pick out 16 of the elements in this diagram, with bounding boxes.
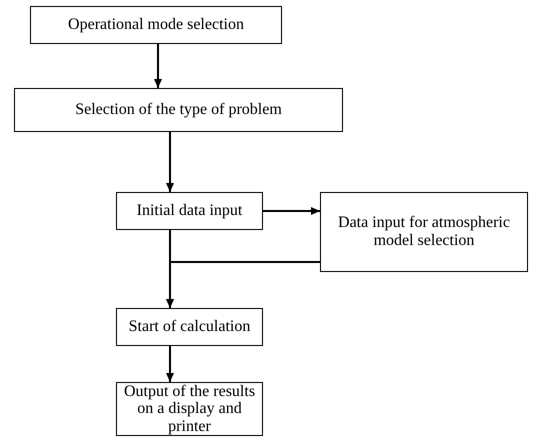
box-label: Operational mode selection bbox=[68, 16, 244, 34]
arrow bbox=[263, 207, 320, 215]
box-label: Selection of the type of problem bbox=[75, 101, 282, 119]
arrow bbox=[166, 346, 174, 382]
box-label: Initial data input bbox=[136, 202, 242, 220]
box-label: Data input for atmospheric model selection bbox=[337, 214, 511, 250]
process-box bbox=[320, 192, 528, 272]
arrow bbox=[154, 44, 162, 88]
process-box bbox=[116, 308, 263, 346]
box-label: Output of the results on a display and printer bbox=[122, 382, 256, 436]
process-box bbox=[116, 192, 263, 230]
arrow bbox=[166, 132, 174, 192]
process-box bbox=[14, 88, 343, 132]
box-label: Start of calculation bbox=[128, 318, 250, 336]
process-box bbox=[30, 6, 282, 44]
arrow bbox=[166, 261, 320, 308]
